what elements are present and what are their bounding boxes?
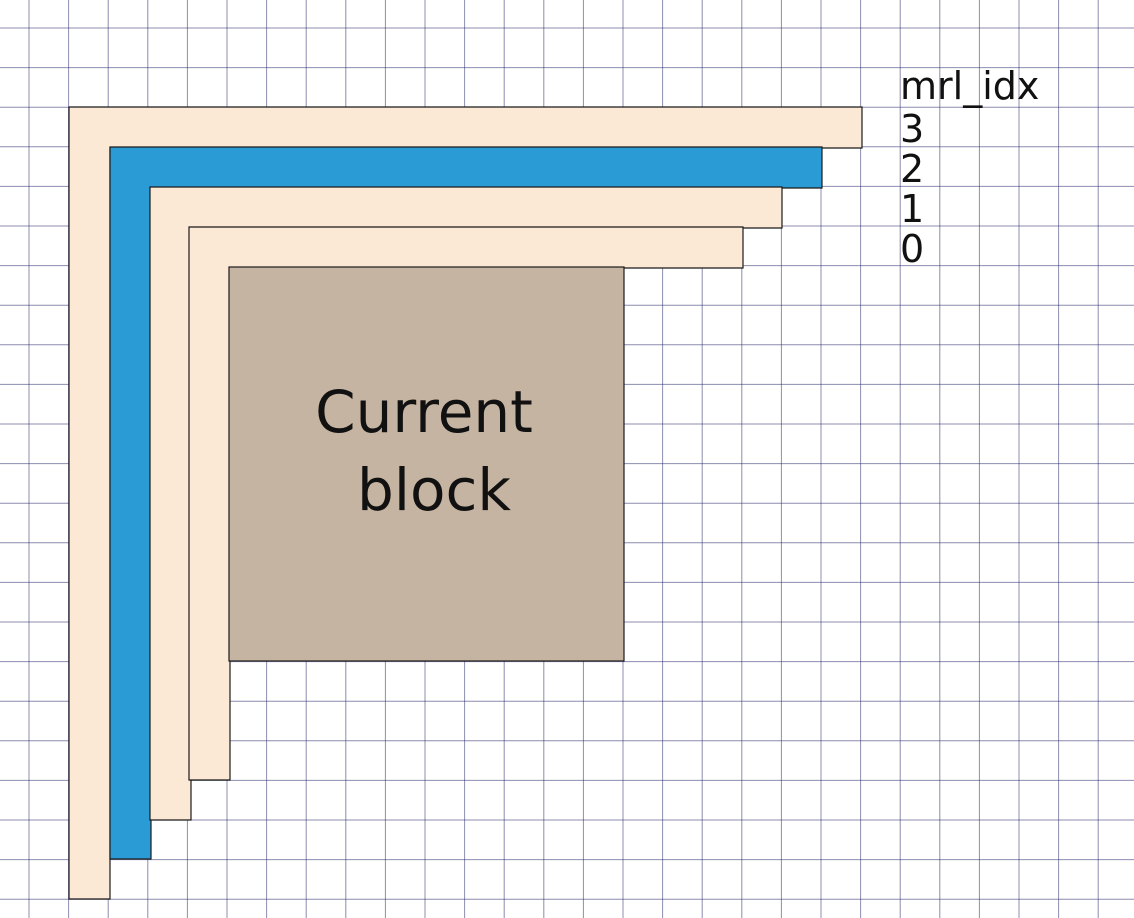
current-block bbox=[228, 266, 625, 662]
legend-title: mrl_idx bbox=[900, 64, 1039, 108]
legend-label-0: 0 bbox=[900, 227, 924, 271]
legend-label-2: 2 bbox=[900, 147, 924, 191]
legend-label-3: 3 bbox=[900, 107, 924, 151]
mrl-idx-legend: mrl_idx 3 2 1 0 bbox=[900, 64, 1039, 271]
current-block-label-line2: block bbox=[357, 456, 511, 524]
current-block-label-line1: Current bbox=[315, 378, 533, 446]
legend-label-1: 1 bbox=[900, 187, 924, 231]
